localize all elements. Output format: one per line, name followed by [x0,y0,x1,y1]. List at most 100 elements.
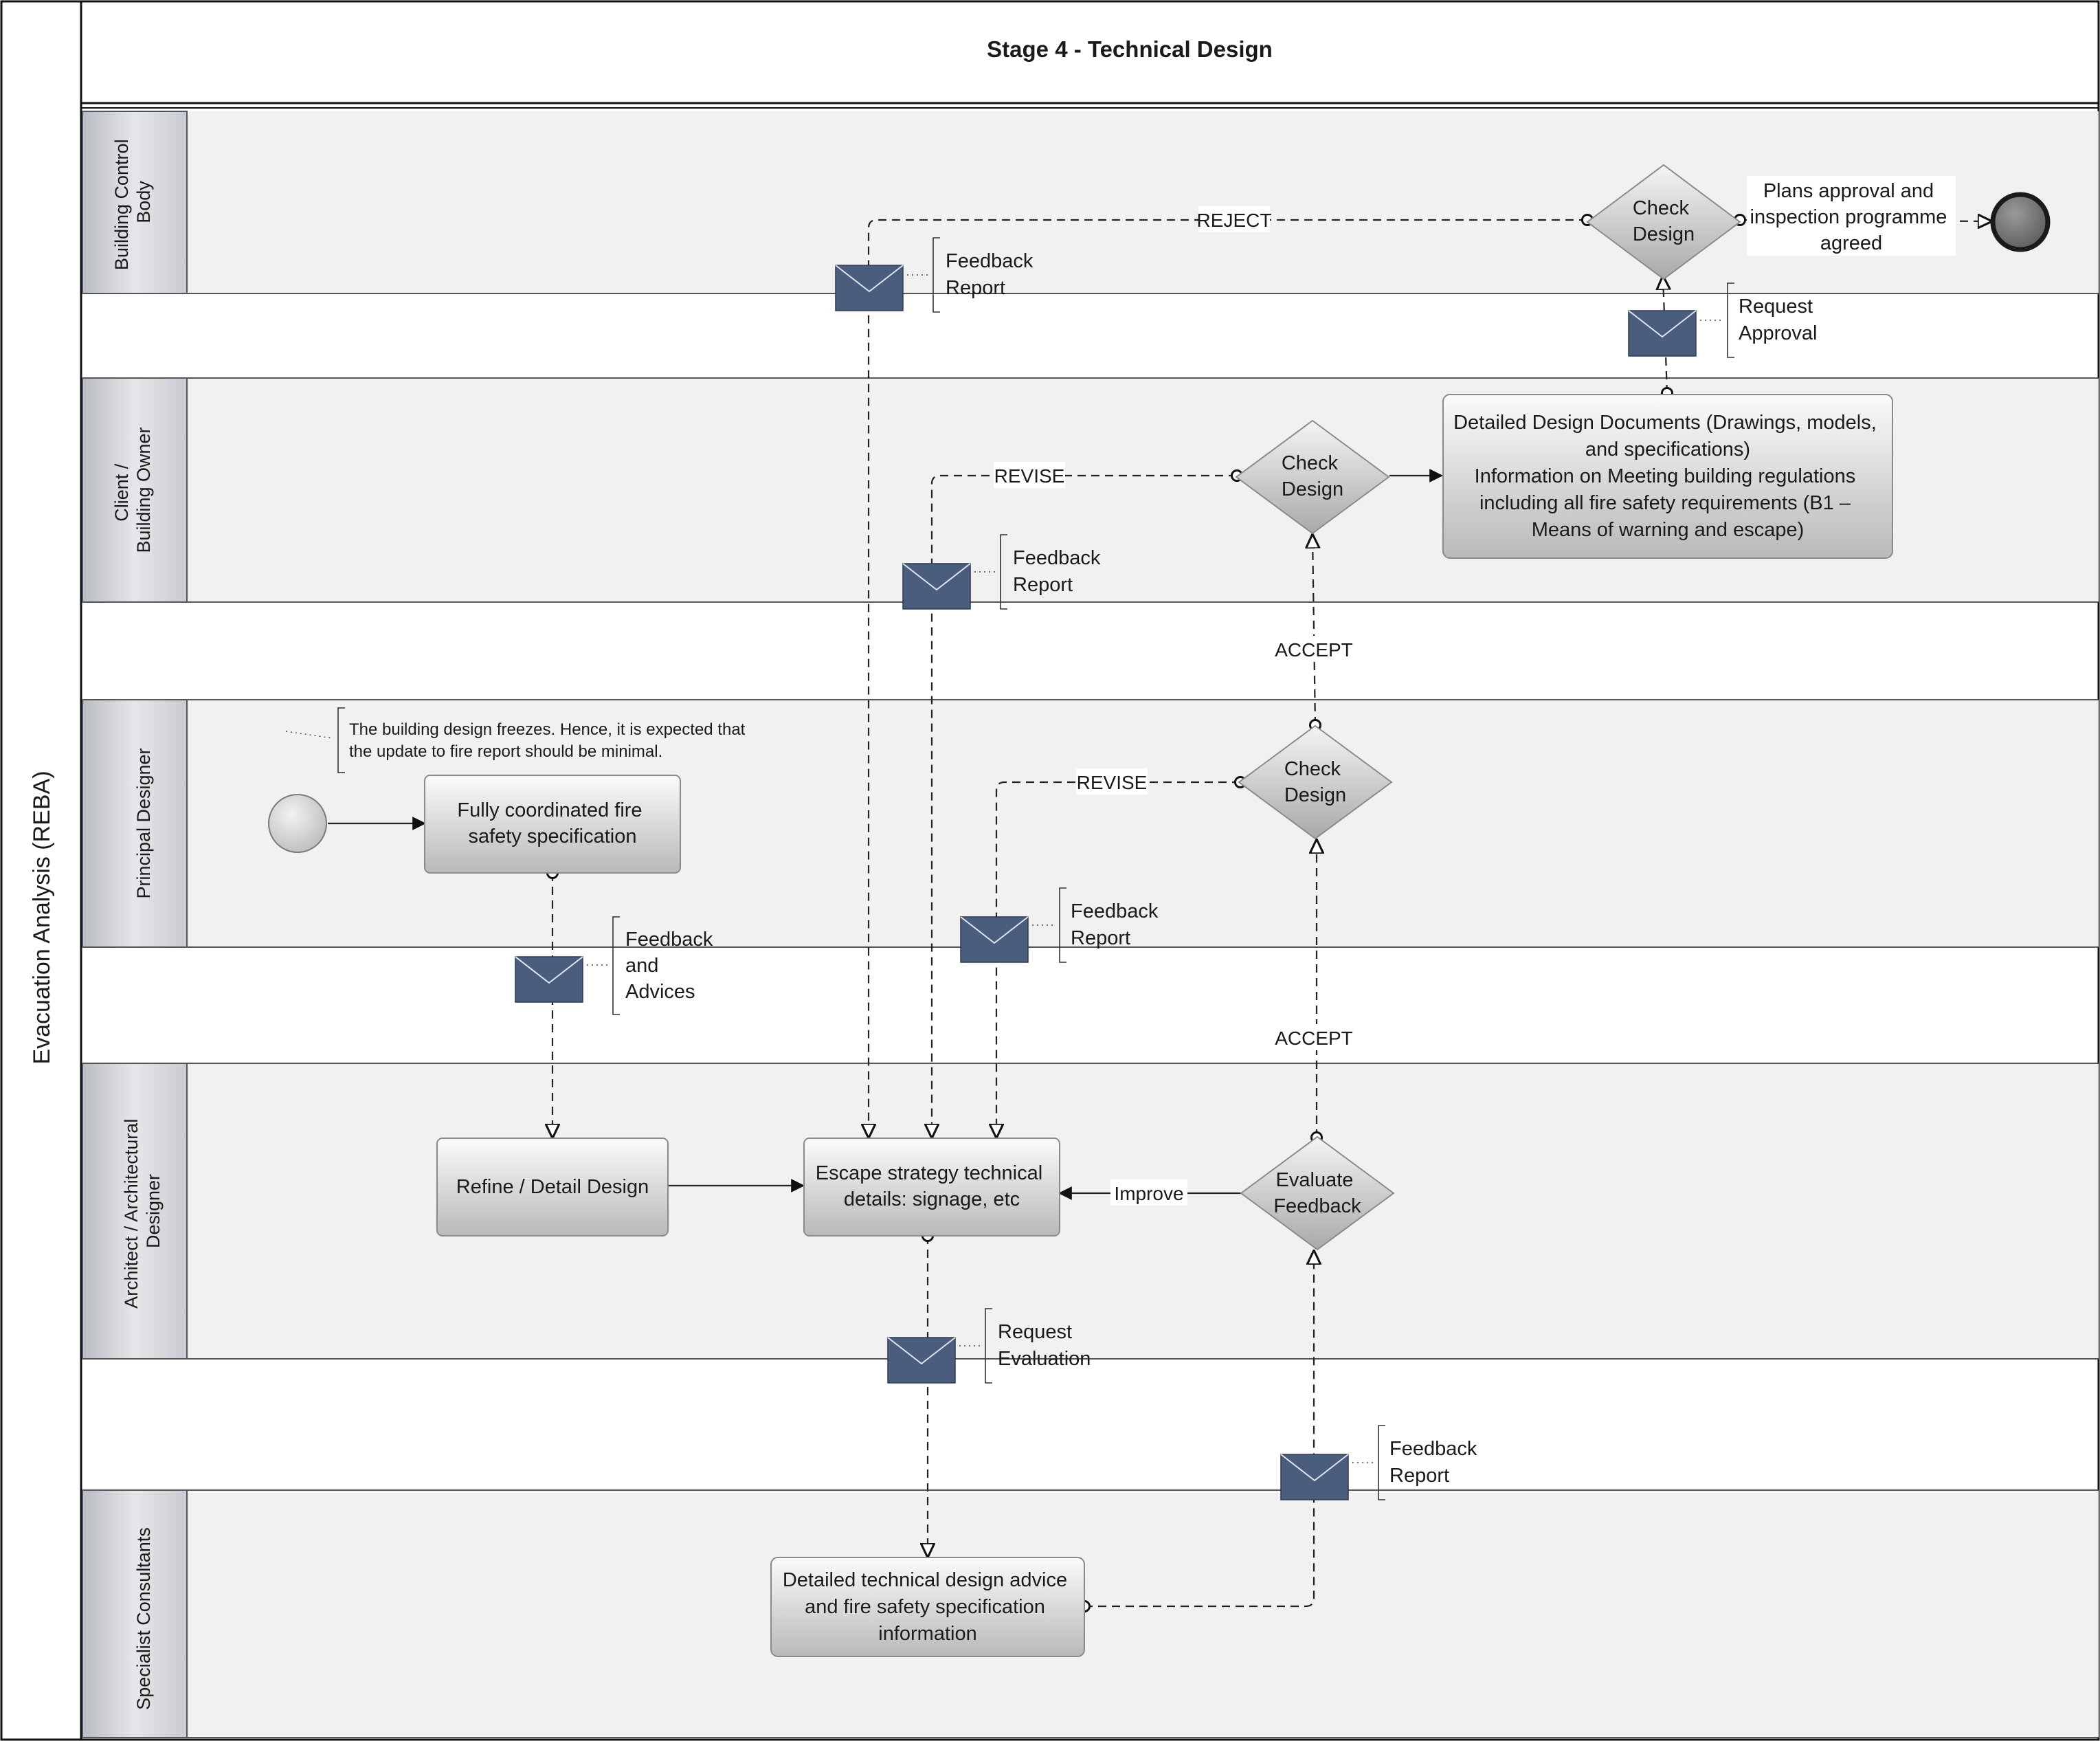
message-label: Feedback [946,250,1034,272]
svg-text:Check Design: Check Design [1633,197,1695,245]
envelope-icon [835,265,904,311]
task-line: Detailed technical design advice [783,1569,1067,1591]
lane-label-line: Building Owner [133,427,154,553]
task-refine-detail-design: Refine / Detail Design [436,1138,669,1237]
gateway-bcb-check-design: Check Design [1586,164,1741,280]
svg-text:ACCEPT: ACCEPT [1275,639,1353,661]
pool-title: Evacuation Analysis (REBA) [29,770,55,1064]
svg-text:REVISE: REVISE [1077,772,1148,793]
task-line: information [878,1623,976,1645]
svg-text:Feedback Report: Feedback Report [1071,900,1163,949]
message-request-approval: Request Approval [1628,282,1818,358]
flow-label-revise-client: REVISE [994,462,1065,488]
gateway-pd-check-design: Check Design [1238,724,1393,840]
gateway-line: Design [1284,784,1346,806]
task-line: Refine / Detail Design [456,1176,649,1198]
flow-specialist-to-evaluate [1084,1251,1314,1606]
task-fire-safety-spec: Fully coordinated fire safety specificat… [424,775,681,874]
message-request-evaluation: Request Evaluation [887,1308,1091,1384]
task-line: Means of warning and escape) [1532,519,1805,541]
message-label: Request [1739,296,1813,318]
flow-label-accept-lower: ACCEPT [1275,1024,1353,1050]
annotation-line: The building design freezes. Hence, it i… [349,720,746,739]
svg-text:Request Evaluation: Request Evaluation [998,1321,1091,1370]
message-label: Feedback [1013,547,1101,569]
message-label: Feedback [1389,1438,1477,1460]
message-label: Report [1013,574,1073,596]
svg-text:Information on Meeting buildin: Information on Meeting building regulati… [1475,465,1862,541]
envelope-icon [515,956,583,1003]
task-detailed-design-documents: Detailed Design Documents (Drawings, mod… [1442,394,1893,559]
lane-label-line: Body [133,181,154,223]
flow-label-revise-pd: REVISE [1076,768,1148,795]
gateway-client-check-design: Check Design [1235,419,1390,535]
message-label: Request [998,1321,1072,1343]
end-note-line: inspection programme [1750,206,1947,228]
gateway-line: Check [1633,197,1690,219]
message-label: Advices [625,981,695,1003]
flow-label-reject: REJECT [1197,206,1271,232]
message-label: Feedback [1071,900,1159,922]
envelope-icon [1280,1454,1349,1500]
task-line: Detailed Design Documents (Drawings, mod… [1453,412,1877,434]
svg-text:Check Design: Check Design [1282,452,1343,500]
task-line: Information on Meeting building regulati… [1475,465,1856,487]
lane-label: Building Control Body [111,134,154,270]
svg-text:ACCEPT: ACCEPT [1275,1028,1353,1049]
message-feedback-report-specialist: Feedback Report [1280,1425,1482,1500]
svg-text:Request Approval: Request Approval [1739,296,1818,344]
envelope-icon [902,563,971,610]
task-line: safety specification [468,825,636,847]
task-line: and specifications) [1585,439,1750,461]
gateway-line: Design [1282,478,1343,500]
end-event-icon [1990,192,2051,252]
svg-text:Feedback Report: Feedback Report [1013,547,1106,596]
annotation-design-freeze: The building design freezes. Hence, it i… [285,707,750,773]
gateway-line: Check [1284,758,1341,780]
task-line: Escape strategy technical [816,1162,1042,1184]
flow-label-accept-upper: ACCEPT [1275,636,1353,662]
lane-label: Principal Designer [133,748,154,898]
svg-text:The building design freezes. H: The building design freezes. Hence, it i… [349,720,750,761]
svg-text:Detailed technical design advi: Detailed technical design advice and fir… [783,1569,1073,1645]
gateway-evaluate-feedback: Evaluate Feedback [1240,1135,1395,1251]
header-title: Stage 4 - Technical Design [987,36,1273,62]
start-event-icon [268,794,327,853]
flow-bcb-check-reject [869,220,1587,1138]
envelope-icon [887,1337,956,1384]
lane-label: Architect / Architectural Designer [121,1113,164,1309]
gateway-line: Check [1282,452,1339,474]
svg-text:Detailed Design Documents (Dra: Detailed Design Documents (Drawings, mod… [1453,412,1882,461]
gateway-line: Evaluate [1276,1169,1354,1191]
message-label: Approval [1739,322,1817,344]
message-feedback-and-advices: Feedback and Advices [515,916,718,1015]
lane-label-line: Architect / Architectural [121,1119,142,1309]
task-line: and fire safety specification [805,1596,1045,1618]
svg-text:Feedback Report: Feedback Report [1389,1438,1482,1487]
message-label: and [625,955,658,977]
task-specialist-advice: Detailed technical design advice and fir… [770,1557,1085,1657]
message-feedback-report-client: Feedback Report [902,534,1106,610]
lane-architect: Architect / Architectural Designer [82,1063,2099,1360]
lane-specialist: Specialist Consultants [82,1489,2099,1738]
flow-label-improve: Improve [1110,1179,1187,1206]
lane-label: Specialist Consultants [133,1527,154,1710]
task-line: Fully coordinated fire [457,799,642,821]
message-label: Feedback [625,929,713,951]
message-label: Report [1389,1465,1449,1487]
lane-label-line: Client / [111,463,132,522]
svg-text:Fully coordinated fire s: Fully coordinated fire safety specificat… [457,799,647,847]
envelope-icon [1628,310,1697,357]
lane-label: Client / Building Owner [111,427,154,553]
message-feedback-report-pd: Feedback Report [960,887,1163,963]
gateway-line: Design [1633,223,1695,245]
annotation-line: the update to fire report should be mini… [349,742,662,761]
svg-text:Feedback and Advic: Feedback and Advices [625,929,718,1003]
task-line: details: signage, etc [844,1188,1020,1210]
svg-text:Improve: Improve [1114,1183,1183,1204]
message-label: Report [1071,927,1130,949]
svg-text:Plans approval and inspe: Plans approval and inspection programme … [1750,180,1953,254]
svg-text:Check Design: Check Design [1284,758,1346,806]
svg-text:Evaluate Feedback: Evaluate Feedback [1273,1169,1361,1217]
